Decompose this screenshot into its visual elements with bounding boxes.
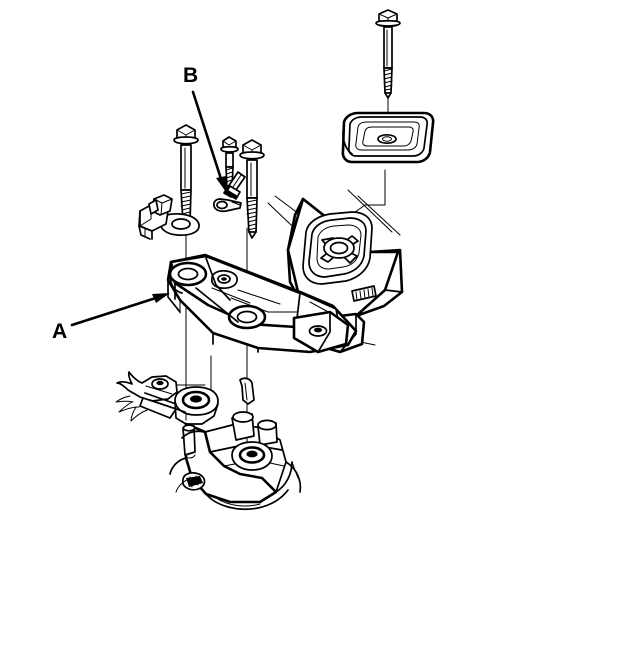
callout-a-arrowhead — [152, 293, 170, 303]
upper-flange-bolt — [375, 9, 401, 99]
rubber-engine-mount — [286, 197, 404, 354]
square-washer-plate — [341, 111, 435, 164]
callout-a-leader — [70, 294, 164, 327]
callout-b-leader — [191, 90, 224, 184]
mount-bracket-plate-a — [166, 253, 358, 354]
callout-a-label: A — [52, 320, 67, 343]
center-short-bolt — [220, 136, 239, 194]
callout-b: B — [183, 64, 226, 192]
small-clip-bracket-b — [212, 171, 246, 213]
callout-b-arrowhead — [216, 176, 226, 192]
callout-a: A — [52, 293, 170, 343]
left-long-bolt — [173, 124, 199, 229]
wire-harness-clip — [138, 194, 200, 240]
transmission-case — [115, 371, 302, 511]
callout-b-label: B — [183, 64, 198, 87]
right-long-bolt — [239, 139, 265, 239]
